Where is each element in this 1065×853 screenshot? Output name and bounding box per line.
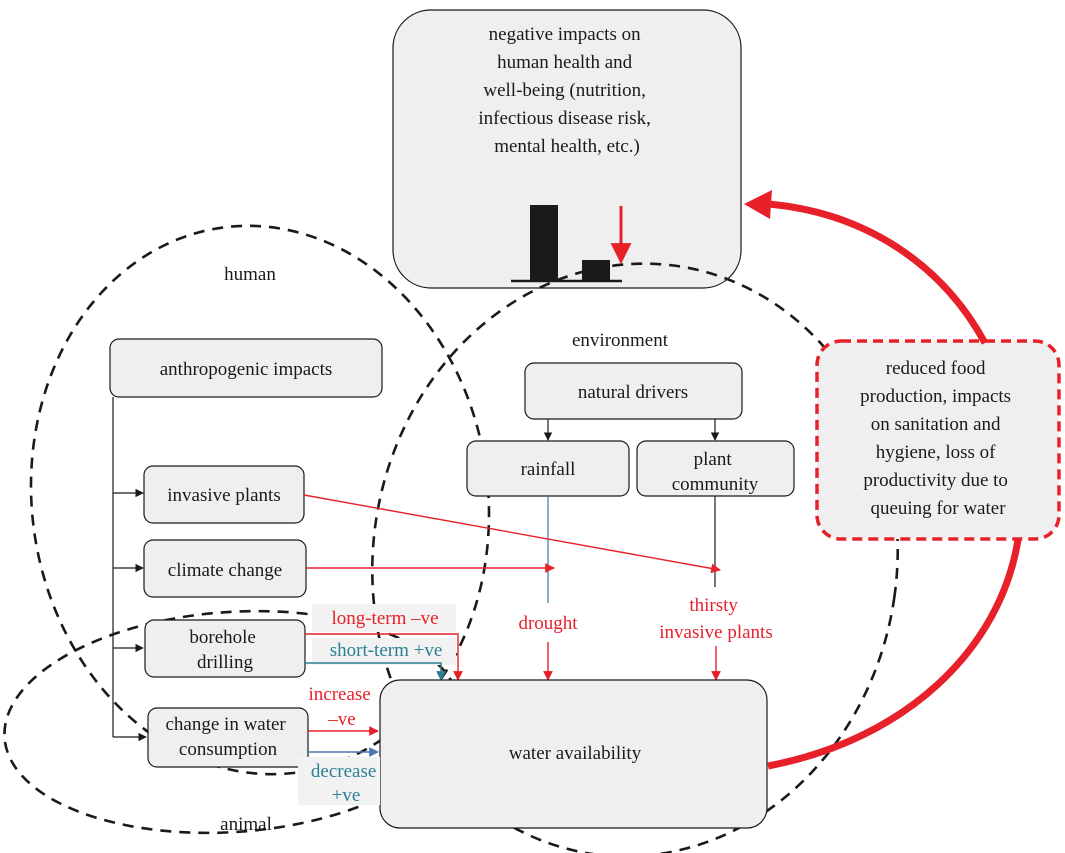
impacts-box: reduced food production, impacts on sani… [815, 339, 1061, 541]
water-to-impacts-curve [767, 539, 1022, 770]
svg-text:plant community: plant community [672, 449, 759, 495]
health-bar-after [582, 260, 610, 281]
health-outcome-text: negative impacts on human health and wel… [478, 24, 655, 157]
decrease-label-bg [298, 757, 380, 805]
svg-text:change in water consumpt: change in water consumption [165, 714, 290, 760]
water-availability-node: water availability [379, 679, 768, 829]
svg-text:invasive plants: invasive plants [167, 485, 280, 506]
environment-region-ellipse [370, 262, 900, 853]
invasive-to-thirsty-arrow [303, 494, 721, 574]
health-bar-before [530, 205, 558, 281]
long-term-label-bg [312, 604, 456, 632]
increase-label: increase –ve [309, 684, 376, 730]
plant-community-node: plant community [636, 440, 795, 497]
human-region-label: human [224, 264, 276, 285]
invasive-plants-node: invasive plants [143, 465, 305, 524]
svg-text:rainfall: rainfall [521, 459, 576, 480]
rainfall-node: rainfall [466, 440, 630, 497]
short-term-label-bg [312, 638, 456, 665]
short-term-label: short-term +ve [330, 640, 443, 661]
impacts-to-health-curve [767, 200, 989, 345]
animal-region-label: animal [220, 814, 272, 835]
long-term-label: long-term –ve [331, 608, 438, 629]
svg-text:climate change: climate change [168, 560, 282, 581]
natural-drivers-node: natural drivers [524, 362, 743, 420]
svg-text:borehole drilling: borehole drilling [189, 627, 260, 673]
water-consumption-node: change in water consumption [147, 707, 309, 768]
anthropogenic-impacts-node: anthropogenic impacts [109, 338, 383, 398]
svg-text:water availability: water availability [509, 743, 642, 764]
decrease-label: decrease +ve [311, 761, 381, 806]
borehole-drilling-node: borehole drilling [144, 619, 306, 678]
environment-region-label: environment [572, 330, 669, 351]
borehole-short-term-arrow [305, 662, 446, 681]
svg-text:natural drivers: natural drivers [578, 382, 688, 403]
impacts-to-health-arrowhead [744, 190, 772, 219]
thirsty-invasive-label: thirsty invasive plants [659, 595, 772, 643]
borehole-long-term-arrow [305, 633, 463, 681]
svg-text:anthropogenic impacts: anthropogenic impacts [160, 359, 333, 380]
health-outcome-box: negative impacts on human health and wel… [392, 9, 742, 289]
climate-change-node: climate change [143, 539, 307, 598]
drought-label: drought [518, 613, 578, 634]
impacts-text: reduced food production, impacts on sani… [860, 358, 1016, 519]
